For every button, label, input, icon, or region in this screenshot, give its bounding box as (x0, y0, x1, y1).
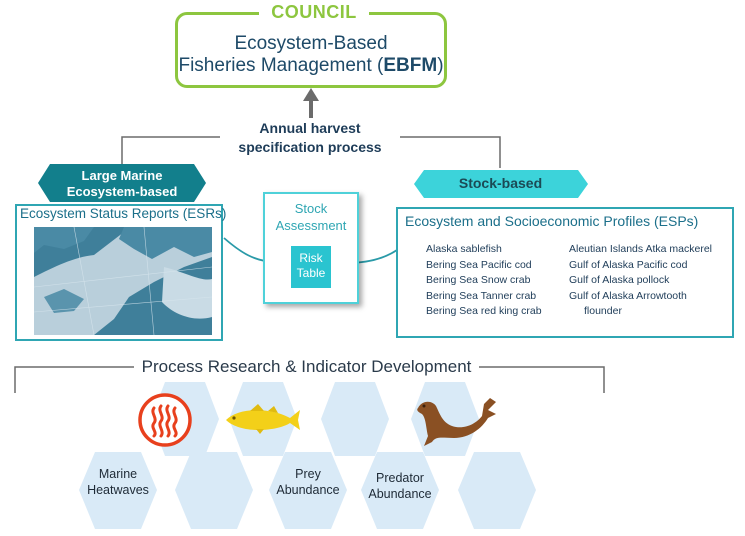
esp-list-right: Aleutian Islands Atka mackerel Gulf of A… (569, 242, 712, 320)
risk-table: Risk Table (291, 246, 331, 288)
prey-abundance-label: Prey Abundance (276, 467, 340, 497)
esp-title: Ecosystem and Socioeconomic Profiles (ES… (405, 213, 699, 229)
esp-list-left: Alaska sablefish Bering Sea Pacific cod … (426, 242, 542, 320)
fish-icon (226, 404, 300, 434)
seal-icon (417, 398, 496, 446)
esp-item: Bering Sea red king crab (426, 305, 542, 317)
lme-banner (38, 164, 206, 202)
alaska-map (34, 227, 212, 335)
heatwave-icon (138, 393, 192, 447)
ebfm-subtitle: Fisheries Management (EBFM) (178, 55, 444, 76)
annual-harvest-label: Annual harvest specification process (220, 119, 400, 157)
hexagon (269, 452, 347, 529)
esp-item: Alaska sablefish (426, 243, 502, 255)
esp-item: Aleutian Islands Atka mackerel (569, 243, 712, 255)
ebfm-title: Ecosystem-Based (234, 33, 388, 54)
hexagon (79, 452, 157, 529)
esr-title: Ecosystem Status Reports (ESRs) (20, 206, 227, 221)
marine-heatwaves-label: Marine Heatwaves (87, 467, 149, 497)
hexagon (458, 452, 536, 529)
predator-abundance-label: Predator Abundance (368, 471, 432, 501)
esp-panel (396, 207, 734, 338)
stock-banner (414, 170, 588, 198)
hexagon (361, 452, 439, 529)
esp-item-continuation: flounder (584, 305, 622, 317)
esp-item: Bering Sea Tanner crab (426, 289, 537, 302)
hexagon (175, 452, 253, 529)
esp-item: Gulf of Alaska Arrowtooth (569, 289, 687, 302)
stock-banner-text: Stock-based (458, 175, 543, 191)
lme-banner-text: Large Marine Ecosystem-based (66, 168, 178, 199)
esp-item: Bering Sea Pacific cod (426, 258, 532, 271)
process-research-title: Process Research & Indicator Development (134, 357, 479, 377)
stock-assessment-label: Stock Assessment (275, 201, 347, 233)
esp-item: Gulf of Alaska Pacific cod (569, 258, 688, 271)
esp-item: Gulf of Alaska pollock (569, 274, 670, 286)
hexagon (321, 382, 389, 456)
esp-item: Bering Sea Snow crab (426, 274, 531, 286)
council-label: COUNCIL (259, 2, 369, 22)
